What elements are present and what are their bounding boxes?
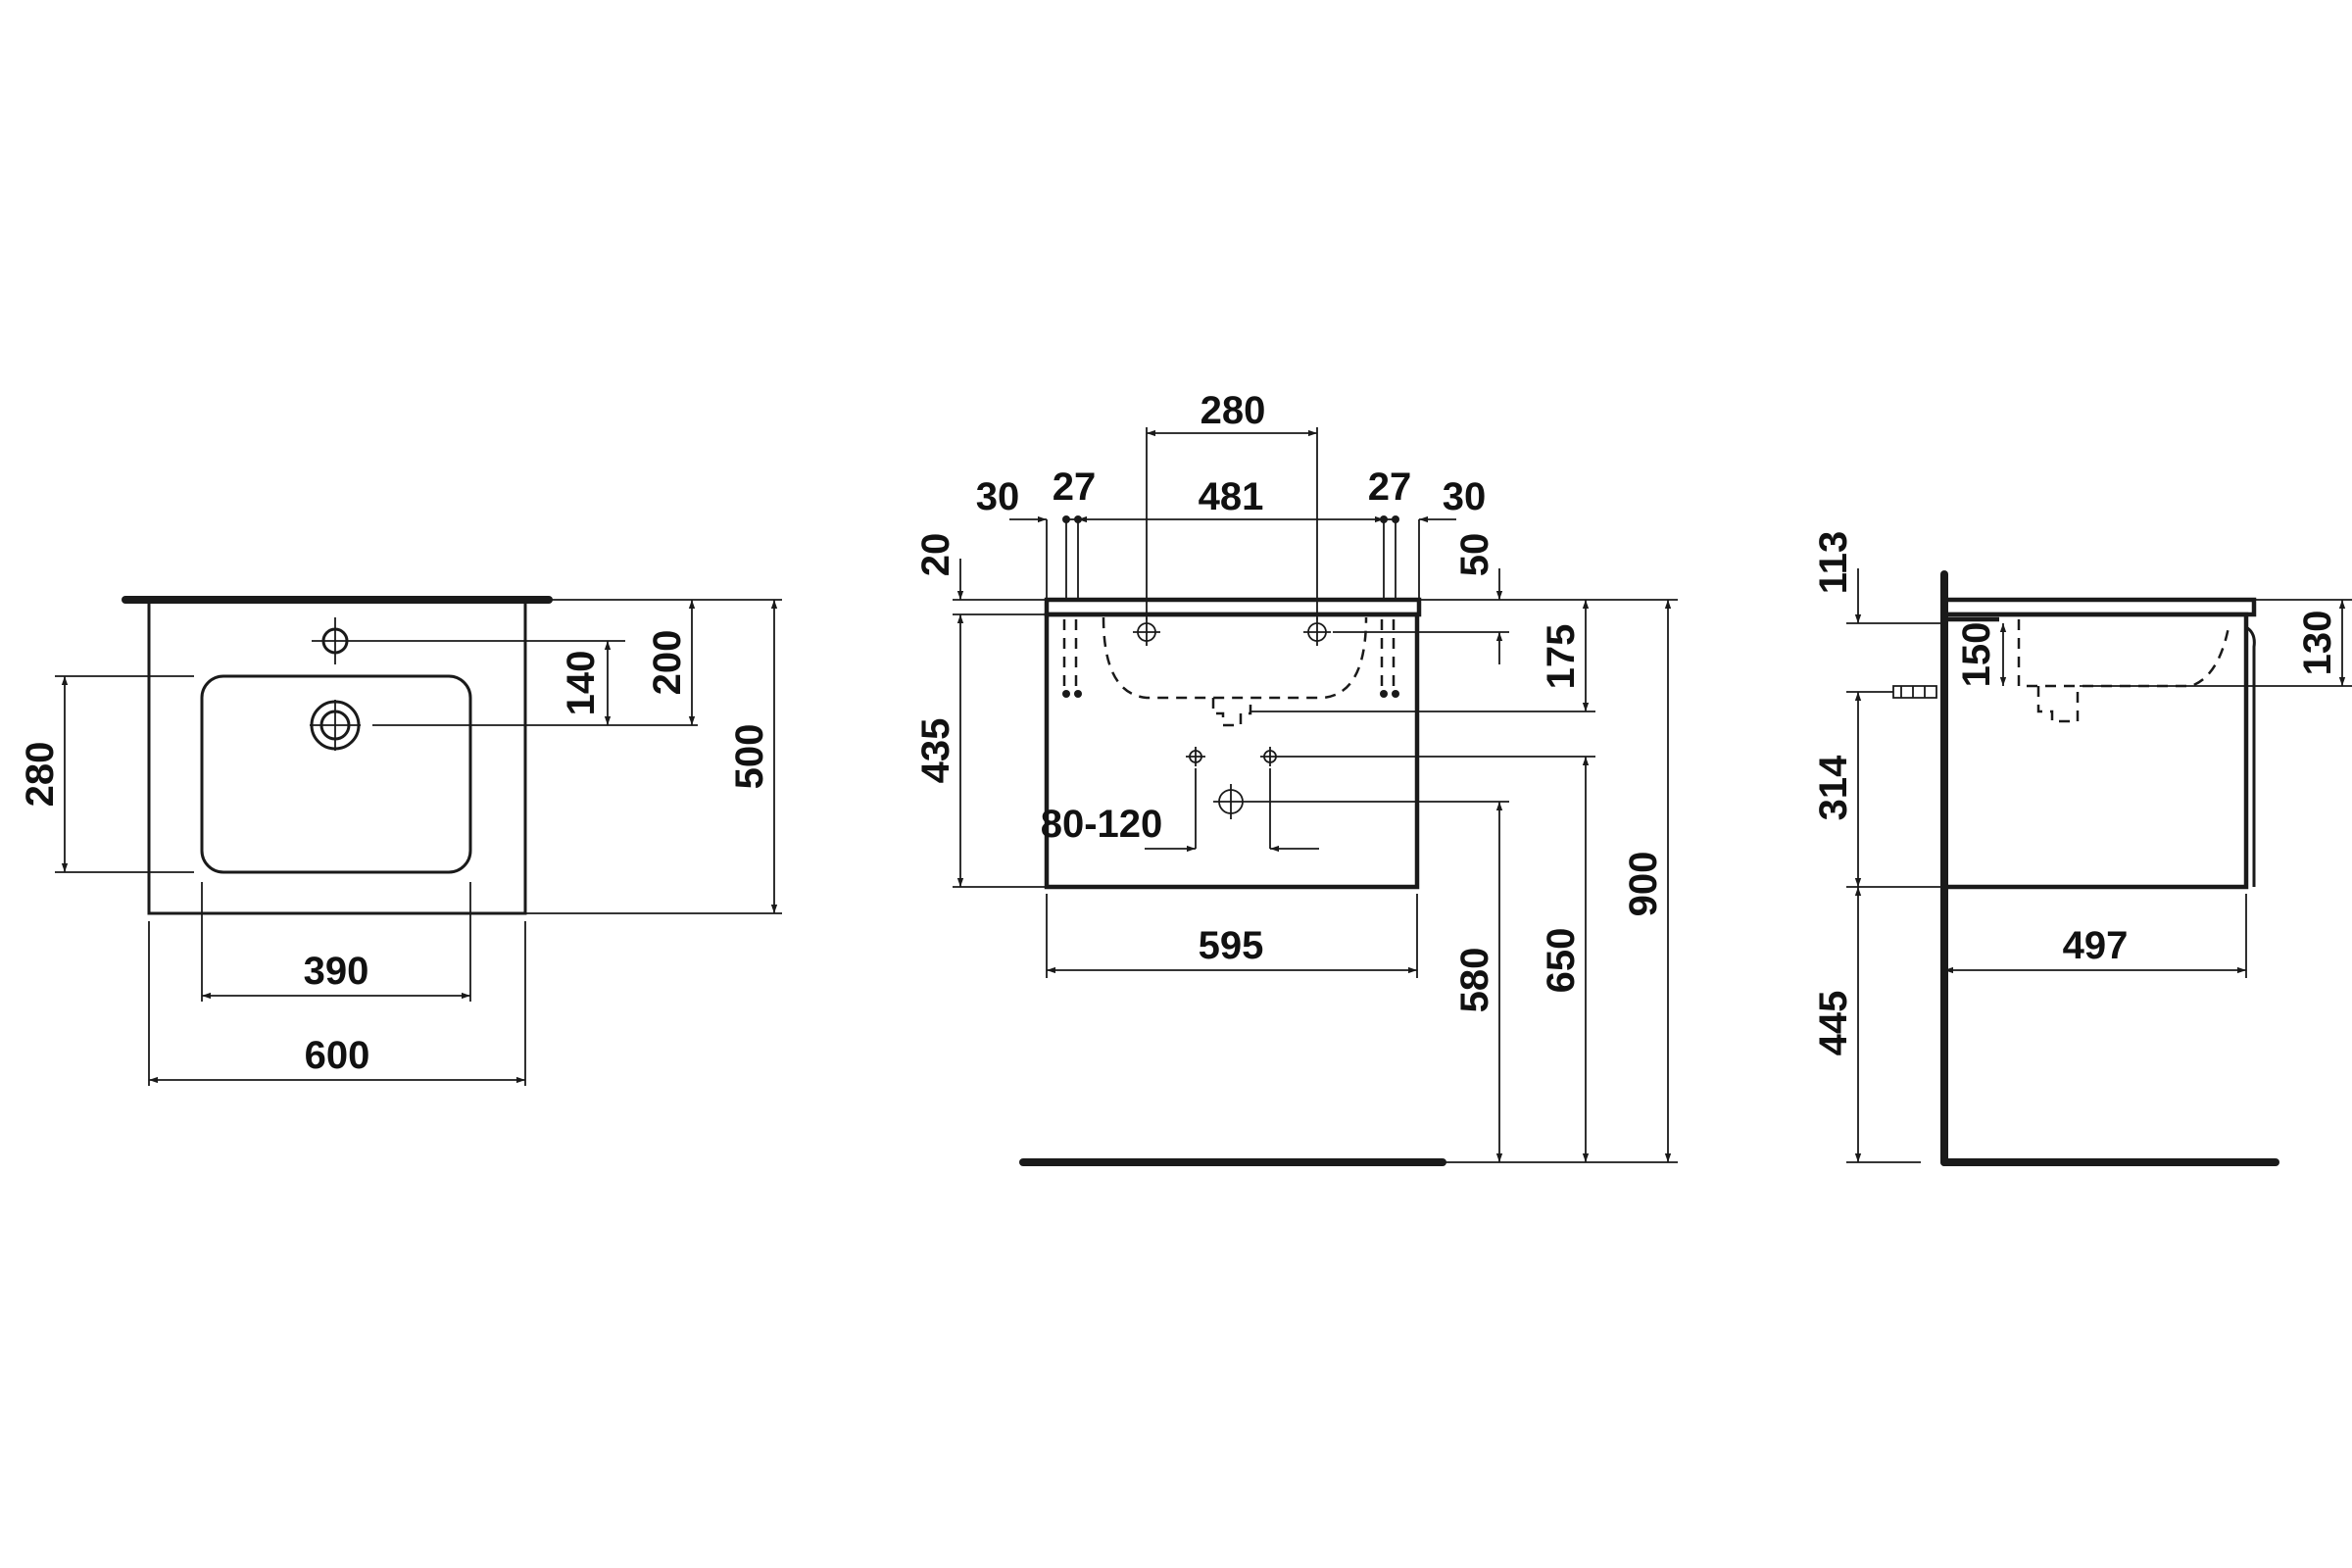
top-view: 140 200 500 280 390 600 [19, 596, 782, 1086]
dim-900-label: 900 [1622, 852, 1665, 917]
dim-27-left-label: 27 [1053, 466, 1097, 509]
supply-point-icon [1260, 747, 1280, 766]
hidden-bowl [2017, 619, 2230, 688]
dim-600-label: 600 [305, 1034, 370, 1077]
dim-280-label: 280 [1200, 389, 1266, 432]
dim-314-label: 314 [1812, 755, 1855, 820]
dim-497-label: 497 [2063, 924, 2129, 967]
dim-150-label: 150 [1955, 622, 1998, 688]
waste-outlet-icon [1213, 784, 1249, 819]
fixing-point-icon [1303, 618, 1331, 646]
dim-140-label: 140 [560, 651, 603, 716]
dim-200-label: 200 [646, 630, 689, 696]
basin-outline [147, 598, 527, 915]
supply-valve-icon [1892, 685, 1937, 699]
dim-500-label: 500 [728, 724, 771, 790]
side-view: 113 150 130 314 445 497 [1812, 531, 2352, 1166]
hidden-siphon [1211, 698, 1252, 727]
supply-point-icon [1186, 747, 1205, 766]
tap-hole-icon [312, 617, 359, 664]
dim-595-label: 595 [1199, 924, 1264, 967]
cabinet-outline [1941, 612, 2249, 890]
dim-175-label: 175 [1540, 624, 1583, 690]
dim-130-label: 130 [2296, 611, 2339, 676]
dim-280-label: 280 [19, 742, 62, 808]
front-view: 280 30 27 481 27 30 20 435 50 175 80-120… [914, 389, 1678, 1166]
drawer-front [2245, 625, 2256, 887]
dim-80-120-label: 80-120 [1041, 803, 1163, 846]
dim-113-label: 113 [1812, 531, 1855, 595]
hidden-bowl [1102, 616, 1368, 700]
fixing-point-icon [1133, 618, 1160, 646]
dim-50-label: 50 [1453, 533, 1496, 577]
dim-30-right-label: 30 [1443, 475, 1487, 518]
hidden-siphon [2036, 686, 2080, 723]
dim-445-label: 445 [1812, 991, 1855, 1056]
dim-650-label: 650 [1540, 928, 1583, 994]
cabinet-outline [1044, 612, 1420, 890]
dim-30-left-label: 30 [976, 475, 1020, 518]
dim-580-label: 580 [1453, 948, 1496, 1013]
dim-390-label: 390 [304, 950, 369, 993]
dim-481-label: 481 [1199, 475, 1264, 518]
bowl-outline [200, 674, 472, 874]
dim-20-label: 20 [914, 533, 957, 577]
dim-435-label: 435 [914, 718, 957, 784]
drain-icon [310, 700, 361, 751]
dim-27-right-label: 27 [1368, 466, 1412, 509]
